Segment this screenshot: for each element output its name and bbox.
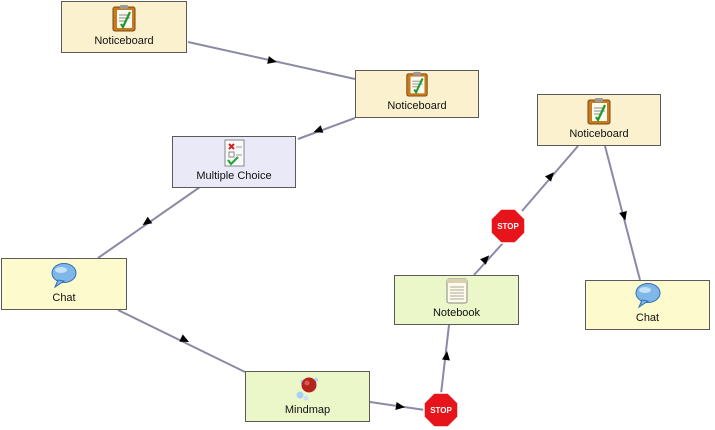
- edge-n2-n3[interactable]: [297, 117, 356, 140]
- chat-bubble-icon: [634, 281, 662, 309]
- activity-label: Noticeboard: [387, 100, 447, 112]
- noticeboard-activity-3[interactable]: Noticeboard: [537, 94, 661, 146]
- notebook-icon: [443, 276, 471, 304]
- edge-n6-s2[interactable]: [473, 242, 504, 276]
- arrowhead-s2-n7: [544, 172, 554, 182]
- arrowheads: [142, 56, 627, 410]
- arrowhead-n5-s1: [395, 402, 405, 410]
- arrowhead-n7-n8: [619, 210, 627, 221]
- noticeboard-icon: [110, 4, 138, 32]
- noticeboard-activity-2[interactable]: Noticeboard: [355, 70, 479, 118]
- activity-label: Multiple Choice: [196, 170, 272, 182]
- chat-bubble-icon: [50, 261, 78, 289]
- chat-activity-2[interactable]: Chat: [585, 280, 710, 330]
- noticeboard-activity-1[interactable]: Noticeboard: [61, 1, 187, 53]
- arrowhead-n1-n2: [267, 56, 277, 64]
- arrowhead-n2-n3: [313, 125, 324, 133]
- stop-label: STOP: [430, 406, 452, 415]
- mindmap-activity[interactable]: Mindmap: [245, 371, 370, 422]
- activity-label: Mindmap: [284, 404, 331, 416]
- activity-label: Chat: [52, 292, 76, 304]
- chat-activity-1[interactable]: Chat: [1, 258, 127, 310]
- activity-label: Noticeboard: [94, 35, 154, 47]
- activity-label: Notebook: [432, 307, 481, 319]
- multiple-choice-activity[interactable]: Multiple Choice: [172, 136, 296, 188]
- stop-sign-icon: [490, 208, 526, 244]
- activity-label: Chat: [635, 312, 660, 324]
- multiple-choice-icon: [220, 139, 248, 167]
- mindmap-icon: [294, 373, 322, 401]
- notebook-activity[interactable]: Notebook: [394, 275, 519, 325]
- arrowhead-n3-n4: [142, 216, 153, 226]
- stop-gate-2[interactable]: STOP: [490, 208, 526, 244]
- arrowhead-n6-s2: [480, 255, 490, 265]
- stop-label: STOP: [497, 222, 519, 231]
- arrowhead-s1-n6: [442, 351, 450, 361]
- noticeboard-icon: [403, 71, 431, 97]
- arrowhead-n4-n5: [179, 334, 190, 342]
- noticeboard-icon: [585, 97, 613, 125]
- activity-label: Noticeboard: [569, 128, 629, 140]
- stop-gate-1[interactable]: STOP: [423, 392, 459, 428]
- stop-sign-icon: [423, 392, 459, 428]
